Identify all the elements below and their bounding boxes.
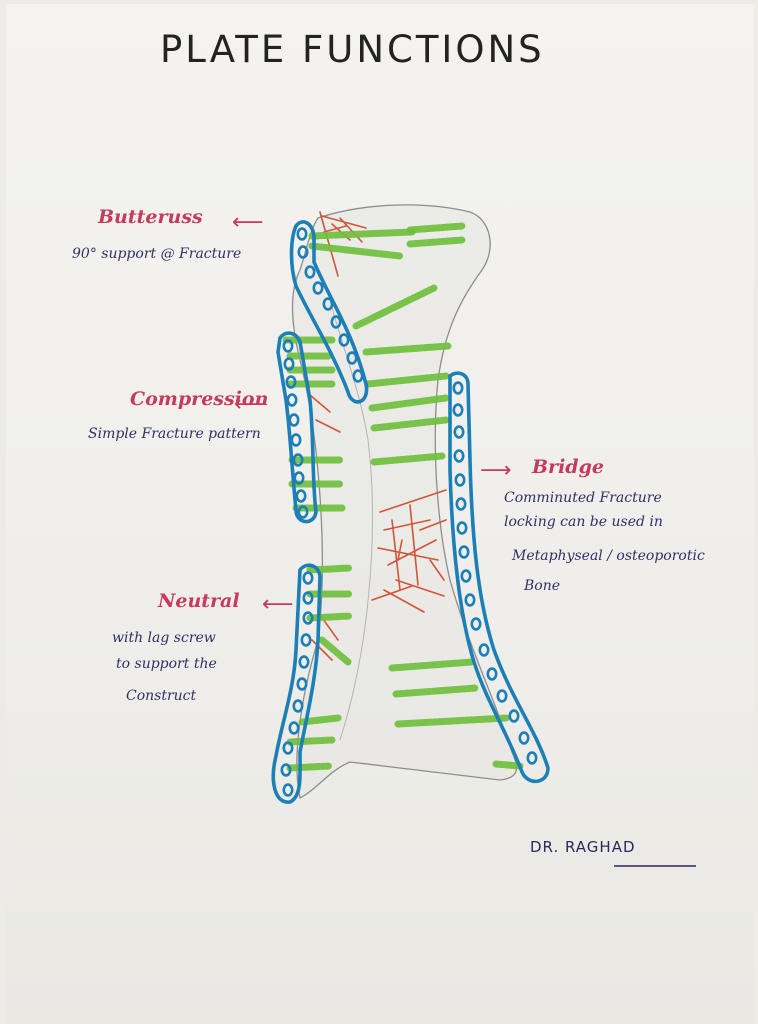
- plate-hole: [292, 453, 304, 467]
- plate-hole: [302, 591, 314, 605]
- plate-hole: [518, 731, 530, 745]
- compression-heading: Compression: [130, 388, 269, 410]
- plate-hole: [322, 297, 334, 311]
- bridge-description-line: locking can be used in: [504, 514, 663, 530]
- plate-hole: [452, 381, 464, 395]
- arrow-left-icon: ⟵: [262, 592, 294, 617]
- screw: [388, 658, 476, 672]
- plate-hole: [283, 357, 295, 371]
- plate-hole: [346, 351, 358, 365]
- screw: [306, 612, 354, 622]
- plate-hole: [296, 677, 308, 691]
- screw: [370, 452, 446, 466]
- plate-hole: [298, 655, 310, 669]
- fracture-lines: [309, 211, 447, 661]
- arrow-left-icon: ⟵: [234, 392, 266, 417]
- plate-hole: [460, 569, 472, 583]
- plate-hole: [288, 721, 300, 735]
- plate-hole: [455, 497, 467, 511]
- plate-group: [271, 220, 550, 804]
- plate-hole: [300, 633, 312, 647]
- screw: [406, 236, 466, 248]
- plate-hole: [282, 741, 294, 755]
- screw: [298, 714, 342, 726]
- plate-hole: [486, 667, 498, 681]
- plate-hole: [296, 227, 308, 241]
- plate-hole: [456, 521, 468, 535]
- plate-hole: [302, 611, 314, 625]
- plate-hole: [280, 763, 292, 777]
- page-title: PLATE FUNCTIONS: [160, 28, 545, 71]
- screw: [286, 762, 334, 772]
- plate-hole: [352, 369, 364, 383]
- neutral-heading: Neutral: [158, 590, 240, 612]
- plate-hole: [297, 505, 309, 519]
- arrow-right-icon: ⟶: [480, 458, 512, 483]
- screw: [352, 284, 438, 330]
- screw: [406, 222, 466, 234]
- screw: [394, 714, 510, 728]
- screw: [392, 684, 480, 698]
- screw: [492, 760, 524, 770]
- butteruss-heading: Butteruss: [98, 206, 203, 228]
- compression-plate: [276, 331, 318, 524]
- bone-inner-line: [329, 299, 373, 741]
- screw-group: [282, 222, 524, 772]
- bridge-description-line: Comminuted Fracture: [504, 490, 662, 506]
- neutral-plate: [271, 563, 322, 804]
- bridge-description-line: Bone: [524, 578, 561, 594]
- screw: [362, 342, 452, 356]
- neutral-description-line: to support the: [116, 656, 217, 672]
- plate-hole: [453, 425, 465, 439]
- signature: DR. RAGHAD: [530, 838, 636, 856]
- plate-hole: [454, 473, 466, 487]
- plate-hole: [302, 571, 314, 585]
- screw: [286, 736, 336, 746]
- buttress-plate: [289, 220, 369, 404]
- plate-hole: [453, 449, 465, 463]
- plate-hole: [452, 403, 464, 417]
- arrow-left-icon: ⟵: [232, 210, 264, 235]
- plate-hole: [312, 281, 324, 295]
- plate-hole: [297, 245, 309, 259]
- plate-hole: [290, 433, 302, 447]
- screw: [368, 394, 450, 412]
- butteruss-description: 90° support @ Fracture: [72, 246, 242, 262]
- plate-hole: [285, 375, 297, 389]
- plate-hole: [286, 393, 298, 407]
- plate-hole: [330, 315, 342, 329]
- plate-hole: [295, 489, 307, 503]
- plate-hole: [464, 593, 476, 607]
- plate-hole: [293, 471, 305, 485]
- screw: [370, 416, 450, 432]
- plate-hole: [508, 709, 520, 723]
- plate-hole: [282, 783, 294, 797]
- bridge-heading: Bridge: [532, 456, 604, 478]
- plate-hole: [496, 689, 508, 703]
- plate-hole: [292, 699, 304, 713]
- bridge-plate: [448, 371, 550, 784]
- screw: [308, 228, 416, 240]
- neutral-description-line: Construct: [126, 688, 197, 704]
- bridge-description-line: Metaphyseal / osteoporotic: [512, 548, 705, 564]
- plate-hole: [282, 339, 294, 353]
- compression-description: Simple Fracture pattern: [88, 426, 261, 442]
- neutral-description-line: with lag screw: [112, 630, 216, 646]
- plate-hole: [458, 545, 470, 559]
- plate-hole: [470, 617, 482, 631]
- plate-hole: [338, 333, 350, 347]
- screw: [364, 372, 450, 388]
- screw: [308, 242, 404, 260]
- screw: [318, 636, 352, 666]
- bone-outline: [291, 204, 518, 799]
- plate-hole: [478, 643, 490, 657]
- plate-hole: [526, 751, 538, 765]
- plate-hole: [288, 413, 300, 427]
- plate-hole: [304, 265, 316, 279]
